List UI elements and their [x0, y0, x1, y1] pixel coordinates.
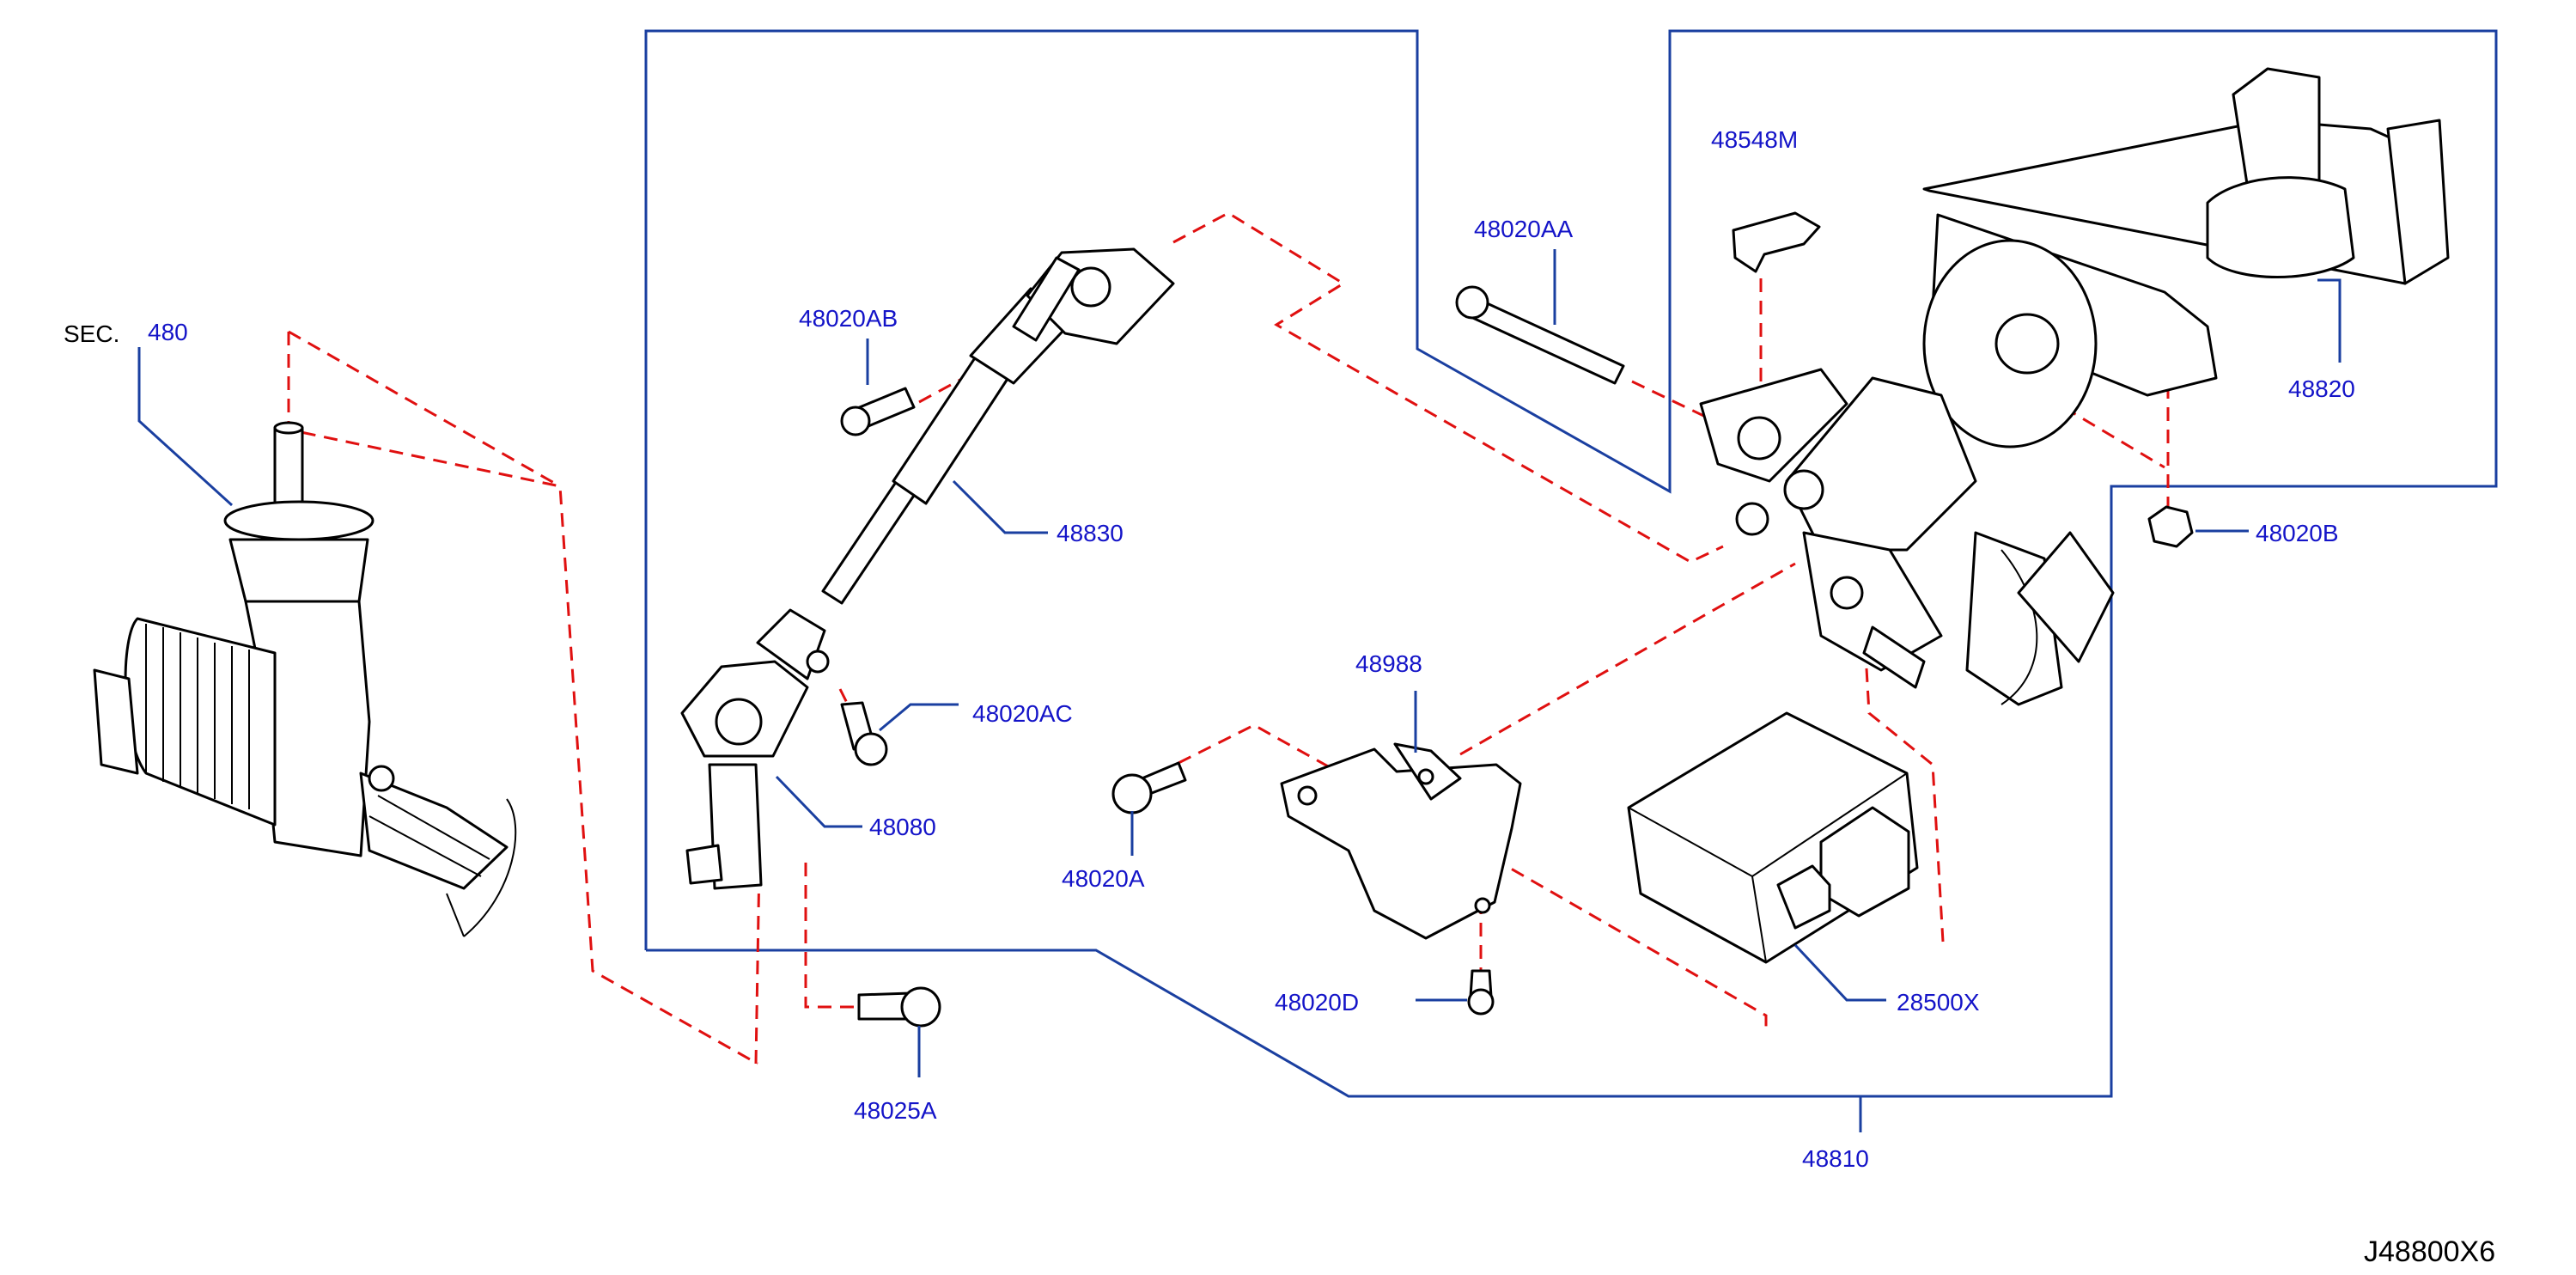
clip-48548M-drawing	[1732, 211, 1821, 273]
steering-column-drawing	[1699, 67, 2450, 706]
label-48988: 48988	[1355, 650, 1422, 677]
bracket-48988-drawing	[1280, 742, 1522, 940]
leader-48830	[952, 479, 1048, 534]
label-48025A: 48025A	[854, 1097, 937, 1124]
guide-shaft-column	[1172, 211, 1724, 564]
guide-48020AA	[1631, 380, 1715, 423]
label-28500X: 28500X	[1897, 989, 1980, 1016]
label-48810: 48810	[1802, 1145, 1869, 1172]
bolt-drawings	[840, 285, 2194, 1028]
diagram-id: J48800X6	[2364, 1235, 2495, 1268]
frame-left	[644, 29, 2498, 1098]
label-48548M: 48548M	[1711, 126, 1798, 153]
label-48020B: 48020B	[2256, 520, 2339, 546]
label-48830: 48830	[1057, 520, 1124, 546]
section-ref-number: 480	[148, 319, 188, 345]
leader-48080	[775, 775, 862, 828]
label-48020AA: 48020AA	[1474, 216, 1574, 242]
guide-rack-shaft	[287, 332, 758, 1065]
control-unit-28500X-drawing	[1627, 711, 1919, 964]
leaders	[137, 249, 2342, 1077]
nut-48020B	[2147, 505, 2194, 548]
label-48020AB: 48020AB	[799, 305, 898, 332]
label-48080: 48080	[869, 814, 936, 840]
labels: SEC. 480 48548M 48020AA 48020AB 48830 48…	[64, 126, 2495, 1268]
label-48020D: 48020D	[1275, 989, 1359, 1016]
label-48020A: 48020A	[1062, 865, 1145, 892]
leader-28500X	[1793, 943, 1886, 1002]
leader-48020AC	[879, 703, 959, 732]
leader-sec-480	[137, 347, 234, 507]
guide-48080-joint	[746, 861, 761, 1065]
label-48820: 48820	[2288, 375, 2355, 402]
guide-rack-up	[288, 330, 561, 488]
section-ref-prefix: SEC.	[64, 320, 119, 347]
intermediate-shaft-48830-drawing	[821, 247, 1175, 605]
universal-joint-48080-drawing	[680, 608, 830, 890]
assembly-frame	[644, 29, 2498, 1132]
guide-28500X	[1862, 623, 1945, 943]
bolt-48020AA	[1464, 296, 1625, 385]
guide-48988-column	[1459, 562, 1796, 756]
guide-48025A	[804, 863, 859, 1009]
steering-rack-drawing	[93, 421, 517, 937]
label-48020AC: 48020AC	[972, 700, 1073, 727]
leader-48820	[2317, 278, 2342, 363]
